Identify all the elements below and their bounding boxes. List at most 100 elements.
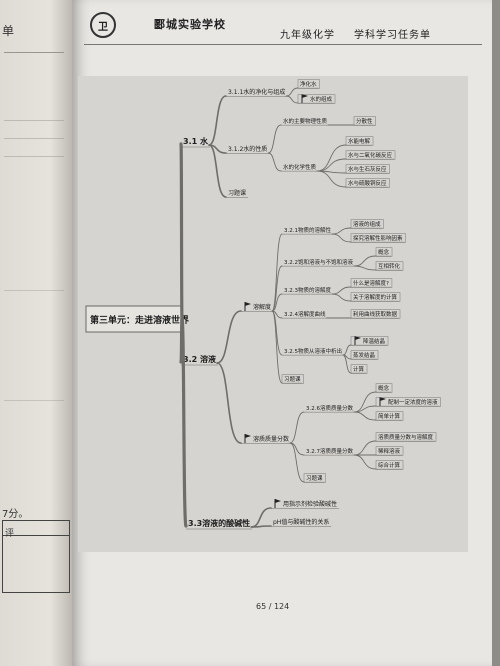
- left-page-score-text: 7分。: [2, 509, 29, 520]
- node-label-l325a: 降温结晶: [363, 337, 386, 345]
- left-page-edge: 单 7分。 评: [0, 0, 72, 666]
- grade-subject: 九年级化学: [280, 30, 335, 41]
- node-label-l324a: 利用曲线获取数据: [353, 310, 398, 318]
- node-label-l312a1: 分散性: [356, 117, 373, 125]
- connector-n326: [289, 411, 305, 444]
- node-label-n323: 3.2.3物质的溶解度: [284, 286, 331, 294]
- flag-icon: [244, 434, 251, 443]
- node-label-n31x: 习题课: [228, 189, 246, 197]
- flag-icon: [354, 336, 361, 345]
- left-page-faint-line: [4, 156, 64, 157]
- flag-icon: [244, 302, 251, 311]
- connector-l326c: [353, 411, 377, 421]
- connector-l312b1: [316, 144, 347, 172]
- node-label-l312b3: 水与生石灰反应: [348, 165, 387, 173]
- node-label-l327b: 稀释溶液: [378, 447, 401, 455]
- node-label-n327: 3.2.7溶质质量分数: [306, 447, 353, 455]
- left-page-faint-line: [4, 400, 64, 401]
- connector-l325c: [342, 354, 352, 374]
- connector-l311a: [285, 87, 299, 97]
- node-label-n312: 3.1.2水的性质: [228, 145, 267, 153]
- connector-n311: [208, 95, 227, 146]
- school-name: 郾城实验学校: [154, 18, 226, 31]
- node-label-n311: 3.1.1水的净化与组成: [228, 88, 285, 96]
- node-label-b33: 3.3溶液的酸碱性: [188, 518, 250, 528]
- node-label-l321a: 溶液的组成: [353, 220, 381, 228]
- node-label-l327c: 综合计算: [378, 461, 401, 469]
- left-page-table-label: 评: [5, 529, 15, 539]
- node-label-l312b2: 水与二氧化碳反应: [348, 151, 393, 159]
- connector-l33b: [250, 525, 272, 528]
- mind-map-card: 第三单元：走进溶液世界 3.1 水 3.1.1水的净化与组成 净化水水的组成 3.1.2…: [78, 76, 468, 552]
- connector-n322: [271, 265, 283, 312]
- node-label-n325: 3.2.5物质从溶液中析出: [284, 347, 342, 355]
- left-page-faint-line: [4, 290, 64, 291]
- left-page-table-body: [2, 534, 70, 593]
- page-header: 卫 郾城实验学校 九年级化学 学科学习任务单: [84, 6, 482, 45]
- root-node-label: 第三单元：走进溶液世界: [90, 314, 189, 326]
- node-label-l323b: 关于溶解度的计算: [353, 293, 398, 301]
- node-label-l325c: 计算: [353, 365, 365, 373]
- node-label-l326b: 配制一定浓度的溶液: [388, 398, 438, 406]
- connector-l321b: [331, 233, 352, 243]
- connector-l327a: [353, 440, 377, 456]
- node-label-n32s: 溶解度: [253, 303, 271, 311]
- node-label-l326a: 概念: [378, 384, 390, 392]
- node-label-l322b: 互相转化: [378, 262, 401, 270]
- node-label-n326: 3.2.6溶质质量分数: [306, 404, 353, 412]
- left-page-table-header: 评: [2, 520, 70, 539]
- left-page-rule: [4, 52, 64, 53]
- node-label-l325b: 蒸发结晶: [353, 351, 376, 359]
- connector-l312b2: [316, 158, 347, 172]
- left-page-title-fragment: 单: [2, 24, 15, 38]
- left-page-faint-line: [4, 138, 64, 139]
- connector-n32sx: [271, 310, 283, 384]
- node-label-l321b: 探究溶解性影响因素: [353, 234, 403, 242]
- connector-l311b: [285, 95, 299, 104]
- connector-l312a: [267, 124, 282, 154]
- node-label-l33b: pH值与酸碱性的关系: [273, 518, 329, 526]
- school-seal-mark: 卫: [98, 21, 108, 33]
- node-label-l322a: 概念: [378, 248, 390, 256]
- node-label-l327a: 溶质质量分数与溶解度: [378, 433, 434, 441]
- node-label-n32m: 溶质质量分数: [253, 435, 289, 443]
- page-number: 65 / 124: [256, 602, 290, 611]
- node-label-n321: 3.2.1物质的溶解性: [284, 226, 331, 234]
- node-label-l311b: 水的组成: [310, 95, 333, 103]
- connector-l312b4: [316, 170, 347, 188]
- node-label-l326c: 简单计算: [378, 412, 401, 420]
- flag-icon: [274, 499, 281, 508]
- node-label-l323a: 什么是溶解度?: [353, 279, 389, 287]
- connector-l323b: [331, 293, 352, 302]
- node-label-l33a: 用指示剂检验酸碱性: [283, 500, 337, 508]
- connector-l325a: [342, 344, 352, 356]
- connector-l323a: [331, 286, 352, 295]
- node-label-l312b4: 水与硫酸铜反应: [348, 179, 387, 187]
- flag-icon: [301, 94, 308, 103]
- node-label-n324: 3.2.4溶解度曲线: [284, 310, 326, 318]
- school-seal-icon: 卫: [90, 12, 116, 38]
- node-label-l312b: 水的化学性质: [283, 163, 317, 171]
- connector-l322a: [353, 255, 377, 267]
- node-label-l312b1: 水能电解: [348, 137, 371, 145]
- connector-l327c: [353, 454, 377, 470]
- connector-n31x: [208, 144, 227, 198]
- connector-l312b: [267, 152, 282, 172]
- node-label-n322: 3.2.2饱和溶液与不饱和溶液: [284, 258, 353, 266]
- left-page-faint-line: [4, 120, 64, 121]
- connector-l33a: [250, 507, 272, 528]
- node-label-b31: 3.1 水: [183, 136, 209, 146]
- connector-n323: [271, 293, 283, 312]
- connector-b33: [180, 317, 188, 528]
- worksheet-page: 卫 郾城实验学校 九年级化学 学科学习任务单 第三单元：走进溶液世界 3.1 水 3…: [72, 0, 492, 666]
- connector-b31: [179, 142, 184, 321]
- flag-icon: [379, 397, 386, 406]
- connector-n32s: [216, 310, 242, 364]
- node-label-n32mx: 习题课: [306, 474, 323, 482]
- node-label-b32: 3.2 溶液: [183, 354, 216, 364]
- node-label-l311a: 净化水: [300, 80, 317, 88]
- connector-n32mx: [289, 442, 305, 483]
- connector-l321a: [331, 227, 352, 235]
- task-sheet-title: 学科学习任务单: [354, 30, 431, 41]
